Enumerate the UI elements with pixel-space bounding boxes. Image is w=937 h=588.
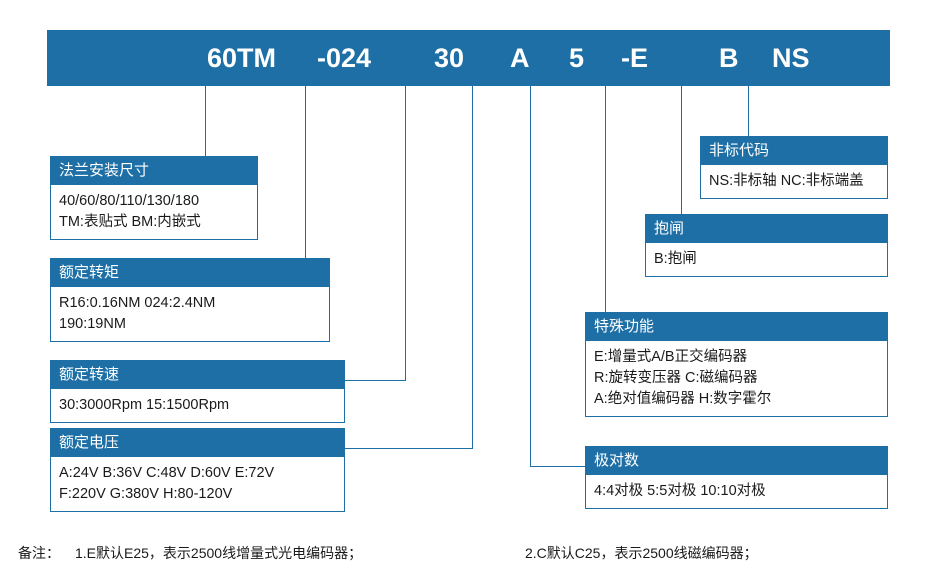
box-special-line-2: R:旋转变压器 C:磁编码器 bbox=[594, 370, 758, 386]
box-nonstandard-title: 非标代码 bbox=[701, 137, 887, 165]
box-speed-line-1: 30:3000Rpm 15:1500Rpm bbox=[59, 397, 230, 413]
box-flange: 法兰安装尺寸 40/60/80/110/130/180 TM:表贴式 BM:内嵌… bbox=[50, 156, 258, 240]
box-torque-body: R16:0.16NM 024:2.4NM 190:19NM bbox=[51, 287, 329, 341]
code-segment-brake: B bbox=[719, 43, 739, 73]
box-voltage-line-2: F:220V G:380V H:80-120V bbox=[59, 486, 233, 502]
box-brake-line-1: B:抱闸 bbox=[654, 251, 697, 267]
box-poles-line-1: 4:4对极 5:5对极 10:10对极 bbox=[594, 483, 766, 499]
code-segment-flange: 60TM bbox=[207, 43, 277, 73]
footer-note-2: 2.C默认C25，表示2500线磁编码器； bbox=[525, 545, 758, 561]
connector-nonstandard bbox=[748, 86, 749, 136]
box-poles-title: 极对数 bbox=[586, 447, 887, 475]
box-nonstandard: 非标代码 NS:非标轴 NC:非标端盖 bbox=[700, 136, 888, 199]
box-brake-body: B:抱闸 bbox=[646, 243, 887, 276]
code-segment-poles: 5 bbox=[569, 43, 585, 73]
connector-speed-horizontal bbox=[345, 380, 406, 381]
connector-voltage-vertical bbox=[472, 86, 473, 448]
box-brake: 抱闸 B:抱闸 bbox=[645, 214, 888, 277]
box-nonstandard-line-1: NS:非标轴 NC:非标端盖 bbox=[709, 173, 864, 189]
box-voltage-title: 额定电压 bbox=[51, 429, 344, 457]
box-brake-title: 抱闸 bbox=[646, 215, 887, 243]
connector-poles-horizontal bbox=[530, 466, 586, 467]
box-torque-line-1: R16:0.16NM 024:2.4NM bbox=[59, 295, 216, 311]
box-special: 特殊功能 E:增量式A/B正交编码器 R:旋转变压器 C:磁编码器 A:绝对值编… bbox=[585, 312, 888, 417]
connector-voltage-horizontal bbox=[345, 448, 473, 449]
box-torque-line-2: 190:19NM bbox=[59, 316, 126, 332]
box-poles: 极对数 4:4对极 5:5对极 10:10对极 bbox=[585, 446, 888, 509]
box-special-line-3: A:绝对值编码器 H:数字霍尔 bbox=[594, 391, 772, 407]
connector-flange bbox=[205, 86, 206, 156]
box-voltage-line-1: A:24V B:36V C:48V D:60V E:72V bbox=[59, 465, 275, 481]
box-speed-body: 30:3000Rpm 15:1500Rpm bbox=[51, 389, 344, 422]
code-segment-voltage: A bbox=[510, 43, 530, 73]
box-flange-body: 40/60/80/110/130/180 TM:表贴式 BM:内嵌式 bbox=[51, 185, 257, 239]
box-torque-title: 额定转矩 bbox=[51, 259, 329, 287]
box-flange-line-2: TM:表贴式 BM:内嵌式 bbox=[59, 214, 201, 230]
footer-label: 备注： bbox=[18, 545, 60, 561]
box-speed: 额定转速 30:3000Rpm 15:1500Rpm bbox=[50, 360, 345, 423]
connector-torque bbox=[305, 86, 306, 258]
box-special-body: E:增量式A/B正交编码器 R:旋转变压器 C:磁编码器 A:绝对值编码器 H:… bbox=[586, 341, 887, 416]
connector-special bbox=[605, 86, 606, 312]
box-speed-title: 额定转速 bbox=[51, 361, 344, 389]
box-voltage: 额定电压 A:24V B:36V C:48V D:60V E:72V F:220… bbox=[50, 428, 345, 512]
product-code-segments: 60TM -024 30 A 5 -E B NS bbox=[47, 30, 890, 86]
box-poles-body: 4:4对极 5:5对极 10:10对极 bbox=[586, 475, 887, 508]
box-voltage-body: A:24V B:36V C:48V D:60V E:72V F:220V G:3… bbox=[51, 457, 344, 511]
code-segment-speed: 30 bbox=[434, 43, 465, 73]
code-segment-nonstandard: NS bbox=[772, 43, 810, 73]
box-torque: 额定转矩 R16:0.16NM 024:2.4NM 190:19NM bbox=[50, 258, 330, 342]
connector-poles-vertical bbox=[530, 86, 531, 466]
box-flange-line-1: 40/60/80/110/130/180 bbox=[59, 193, 200, 209]
box-flange-title: 法兰安装尺寸 bbox=[51, 157, 257, 185]
box-special-title: 特殊功能 bbox=[586, 313, 887, 341]
code-segment-special: -E bbox=[621, 43, 648, 73]
product-code-bar: 60TM -024 30 A 5 -E B NS bbox=[47, 30, 890, 86]
connector-brake bbox=[681, 86, 682, 214]
code-segment-torque: -024 bbox=[317, 43, 372, 73]
footer-note-1: 1.E默认E25，表示2500线增量式光电编码器； bbox=[75, 545, 363, 561]
box-special-line-1: E:增量式A/B正交编码器 bbox=[594, 349, 748, 365]
box-nonstandard-body: NS:非标轴 NC:非标端盖 bbox=[701, 165, 887, 198]
connector-speed-vertical bbox=[405, 86, 406, 380]
